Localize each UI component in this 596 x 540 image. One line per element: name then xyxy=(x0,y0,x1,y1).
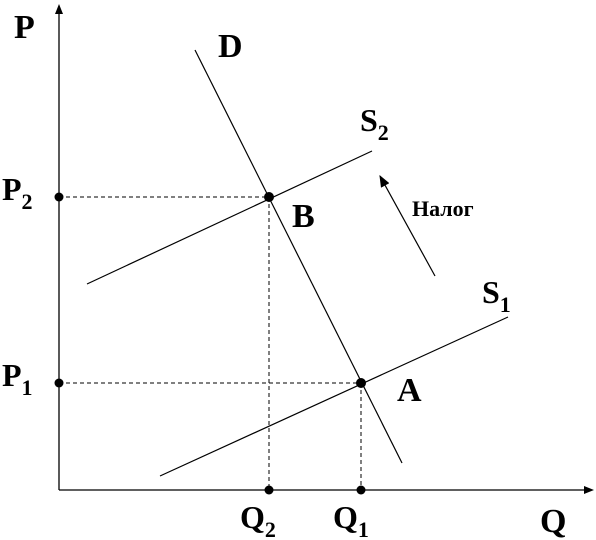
p1-axis-dot xyxy=(54,378,64,388)
p2-subscript: 2 xyxy=(22,189,33,214)
supply-1-letter: S xyxy=(482,274,500,310)
point-b-label: B xyxy=(292,198,315,235)
y-axis-arrowhead xyxy=(55,4,63,14)
p1-letter: P xyxy=(2,357,22,393)
supply-2-letter: S xyxy=(360,102,378,138)
x-axis-arrowhead xyxy=(584,486,594,494)
q2-axis-dot xyxy=(264,485,274,495)
q2-label: Q2 xyxy=(240,499,276,540)
point-a-label: A xyxy=(397,372,422,409)
demand-label: D xyxy=(218,28,243,65)
y-axis-label: P xyxy=(14,9,35,46)
q2-letter: Q xyxy=(240,499,265,535)
p1-subscript: 1 xyxy=(22,375,33,400)
p1-label: P1 xyxy=(2,357,33,400)
p2-axis-dot xyxy=(54,192,64,202)
supply-2-subscript: 2 xyxy=(378,120,389,145)
tax-shift-arrow xyxy=(379,174,436,277)
tax-label: Налог xyxy=(412,196,474,221)
q1-label: Q1 xyxy=(333,499,369,540)
point-a-dot xyxy=(356,378,366,388)
q1-subscript: 1 xyxy=(358,517,369,540)
p2-letter: P xyxy=(2,171,22,207)
supply-2-curve xyxy=(86,150,373,285)
q1-axis-dot xyxy=(356,485,366,495)
supply-1-subscript: 1 xyxy=(500,292,511,317)
q2-subscript: 2 xyxy=(265,517,276,540)
supply-2-label: S2 xyxy=(360,102,389,145)
point-b-dot xyxy=(264,192,274,202)
x-axis-label: Q xyxy=(540,503,566,540)
demand-curve xyxy=(194,49,403,464)
supply-1-curve xyxy=(159,316,509,477)
q1-letter: Q xyxy=(333,499,358,535)
p2-label: P2 xyxy=(2,171,33,214)
supply-1-label: S1 xyxy=(482,274,511,317)
